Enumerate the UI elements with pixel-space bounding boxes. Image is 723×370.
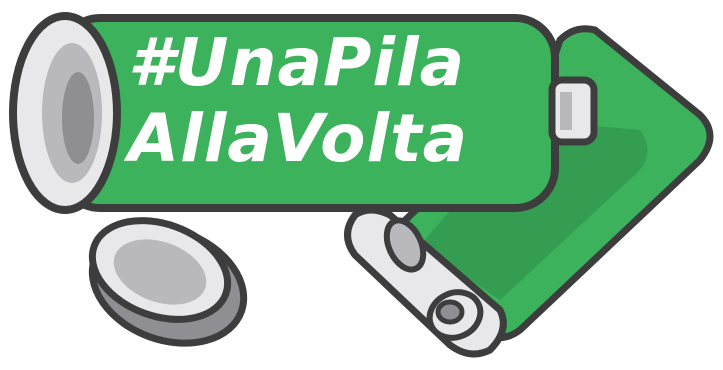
logo-headline: #UnaPila AllaVolta [128, 30, 508, 172]
coin-cell [88, 217, 248, 347]
main-battery [9, 12, 598, 214]
logo-line-2: AllaVolta [128, 100, 469, 177]
battery-end-cap [344, 206, 507, 358]
logo-line-1: #UnaPila [128, 24, 466, 101]
